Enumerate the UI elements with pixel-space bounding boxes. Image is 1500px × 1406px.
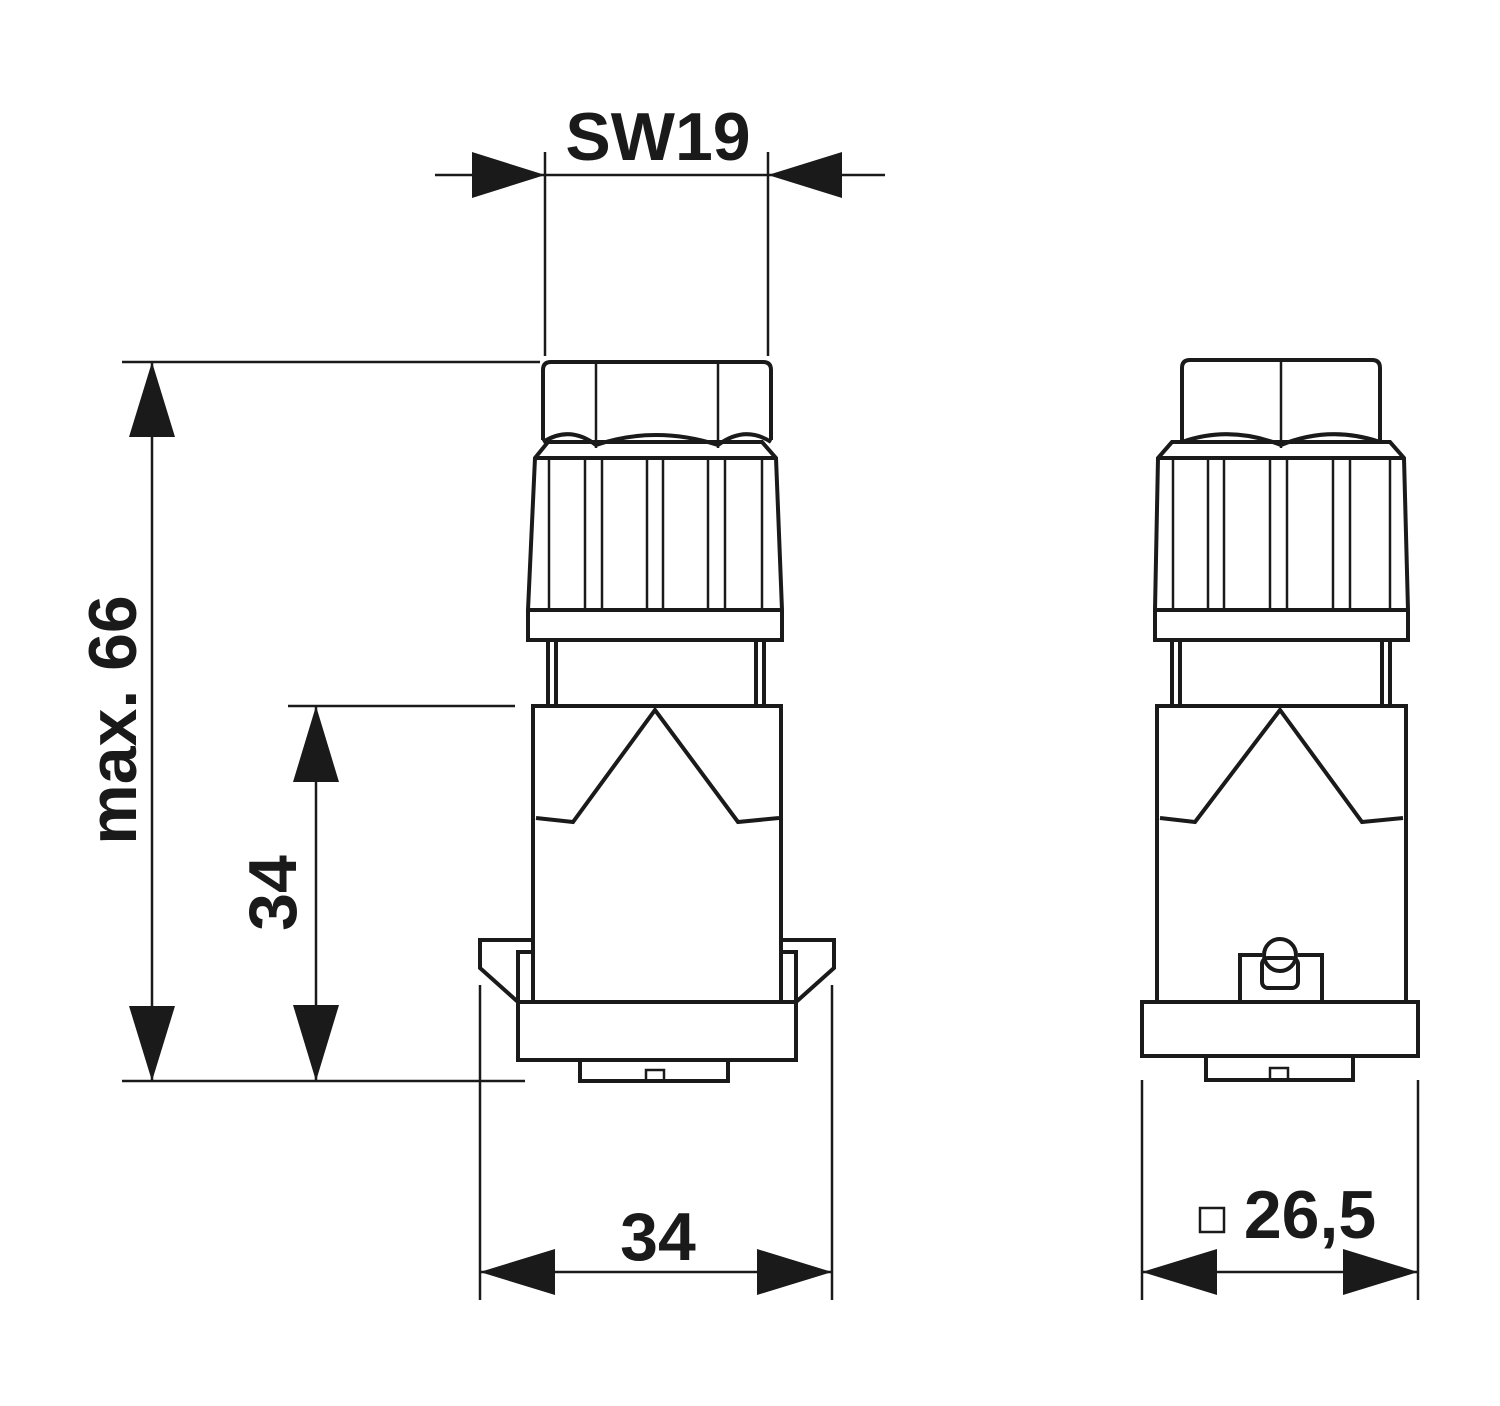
front-cap [541, 360, 773, 440]
dimension-max-height: max. 66 [75, 360, 540, 1083]
front-cap-wave [541, 432, 773, 448]
side-latch [1238, 953, 1324, 1002]
side-knurled-nut [1153, 440, 1410, 642]
front-width-label: 34 [620, 1199, 696, 1275]
front-base [516, 1000, 798, 1062]
front-flange [478, 938, 533, 1007]
front-knurled-nut [526, 440, 784, 642]
side-base [1140, 1000, 1420, 1058]
dimension-sw19: SW19 [435, 99, 885, 356]
dimension-front-width: 34 [478, 985, 834, 1300]
dimension-side-width: 26,5 [1140, 1080, 1420, 1300]
side-width-label: 26,5 [1244, 1177, 1376, 1253]
side-view [1140, 358, 1420, 1082]
dimension-body-height: 34 [235, 704, 515, 1081]
front-pins [578, 1060, 730, 1083]
sw19-label: SW19 [565, 99, 750, 175]
side-pins [1204, 1056, 1355, 1082]
front-housing [531, 704, 783, 1004]
front-view [478, 360, 836, 1083]
body-height-label: 34 [235, 855, 311, 931]
max-height-label: max. 66 [75, 595, 151, 845]
side-cap [1180, 358, 1382, 440]
square-symbol-icon [1198, 1206, 1226, 1234]
